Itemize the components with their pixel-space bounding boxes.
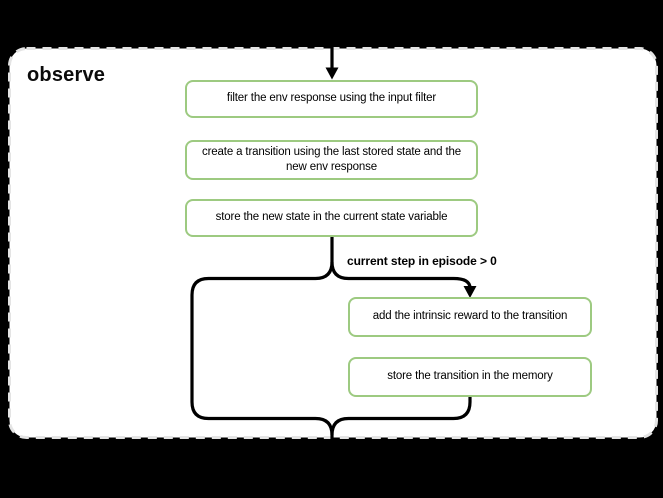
arrowhead-entry-icon <box>325 67 339 80</box>
node-store-new-state: store the new state in the current state… <box>185 199 478 237</box>
node-label: create a transition using the last store… <box>202 145 461 173</box>
node-filter-env-response: filter the env response using the input … <box>185 80 478 118</box>
arrowhead-true-branch-icon <box>463 286 477 298</box>
node-label: filter the env response using the input … <box>226 92 437 105</box>
condition-label: current step in episode > 0 <box>347 254 497 268</box>
node-label: store the new state in the current state… <box>215 211 448 224</box>
node-label: store the transition in the memory <box>387 370 553 383</box>
node-store-transition: store the transition in the memory <box>348 357 592 397</box>
group-title: observe <box>27 64 106 86</box>
node-add-intrinsic-reward: add the intrinsic reward to the transiti… <box>348 297 592 337</box>
node-label: add the intrinsic reward to the transiti… <box>372 310 568 323</box>
connector-true-branch <box>330 261 472 289</box>
node-create-transition: create a transition using the last store… <box>185 140 478 180</box>
connector-merge-right <box>330 397 472 436</box>
connector-skip-branch <box>190 237 334 470</box>
